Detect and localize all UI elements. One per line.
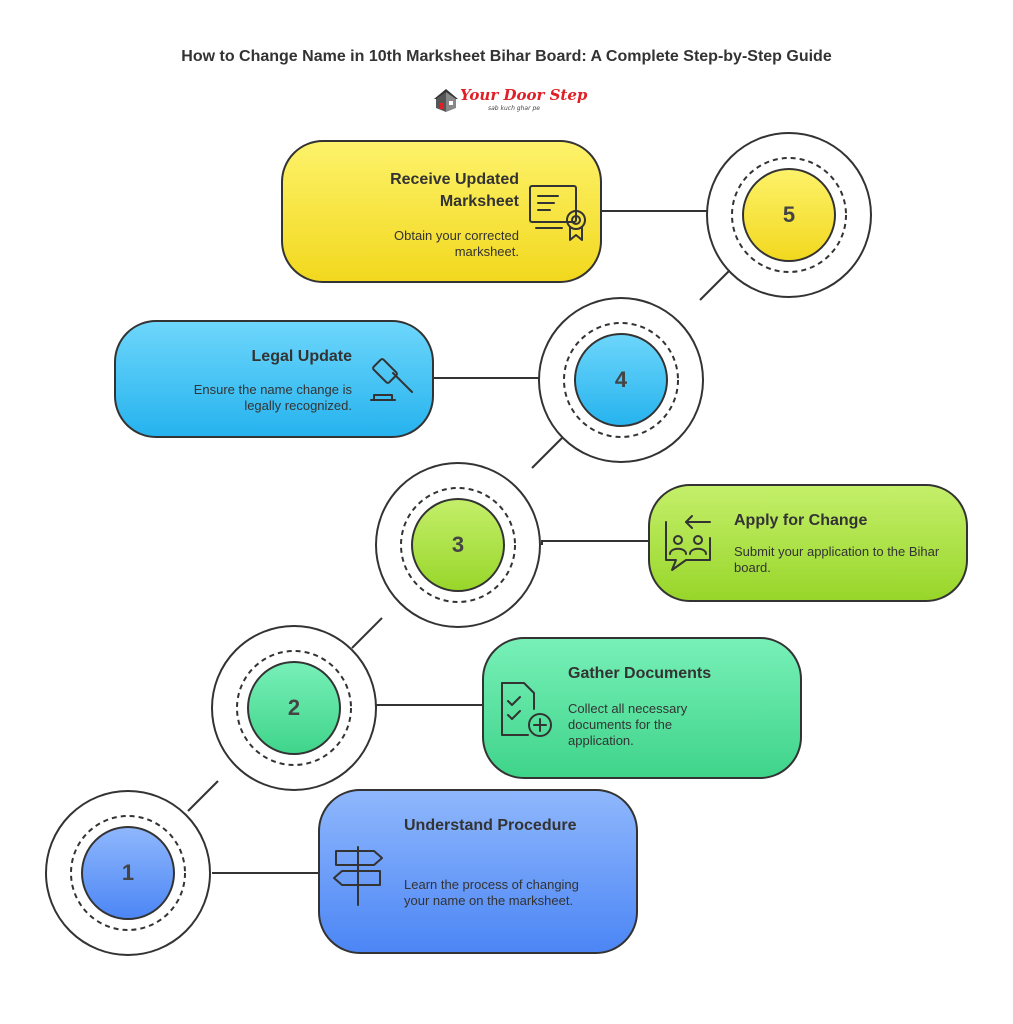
link-step-4 [432, 377, 540, 380]
step-3-title: Apply for Change [734, 512, 868, 529]
link-step-3 [541, 540, 650, 545]
connector-1-2 [187, 780, 219, 812]
page-title: How to Change Name in 10th Marksheet Bih… [181, 48, 832, 65]
signpost-icon [333, 846, 383, 906]
step-card-5: Receive Updated Marksheet Obtain your co… [281, 140, 602, 283]
people-exchange-icon [665, 515, 711, 571]
connector-4-5 [699, 269, 731, 301]
step-5-description: Obtain your corrected marksheet. [393, 228, 519, 259]
step-circle-5 [706, 132, 872, 298]
step-3-description: Submit your application to the Bihar boa… [734, 544, 940, 575]
connector-3-4 [531, 437, 563, 469]
step-card-2: Gather Documents Collect all necessary d… [482, 637, 802, 779]
step-number-4: 4 [614, 367, 628, 392]
step-number-1: 1 [121, 860, 135, 885]
step-number-3: 3 [451, 532, 465, 557]
step-5-title: Receive Updated Marksheet [390, 171, 519, 210]
step-4-title: Legal Update [251, 348, 352, 365]
step-2-title: Gather Documents [568, 665, 712, 682]
step-circle-3 [375, 462, 541, 628]
link-step-5 [600, 210, 709, 215]
step-card-1: Understand Procedure Learn the process o… [318, 789, 638, 954]
step-number-2: 2 [287, 695, 301, 720]
step-number-5: 5 [782, 202, 796, 227]
logo: Your Door Step sab kuch ghar pe [432, 84, 592, 120]
logo-name: Your Door Step [460, 86, 588, 104]
step-connectors [187, 269, 731, 812]
step-4-description: Ensure the name change is legally recogn… [193, 382, 352, 413]
step-circle-4 [538, 297, 704, 463]
step-card-4: Legal Update Ensure the name change is l… [114, 320, 434, 438]
step-2-description: Collect all necessary documents for the … [568, 701, 688, 748]
connector-2-3 [351, 617, 383, 649]
step-circle-1 [45, 790, 211, 956]
step-circle-2 [211, 625, 377, 791]
link-step-2 [375, 704, 484, 708]
house-logo-icon [434, 89, 458, 112]
gavel-icon [370, 358, 413, 401]
certificate-icon [529, 185, 586, 241]
document-checklist-plus-icon [501, 682, 552, 737]
step-card-3: Apply for Change Submit your application… [648, 484, 968, 602]
step-1-title: Understand Procedure [404, 817, 577, 834]
logo-tagline: sab kuch ghar pe [488, 105, 540, 112]
step-1-description: Learn the process of changing your name … [404, 877, 579, 908]
